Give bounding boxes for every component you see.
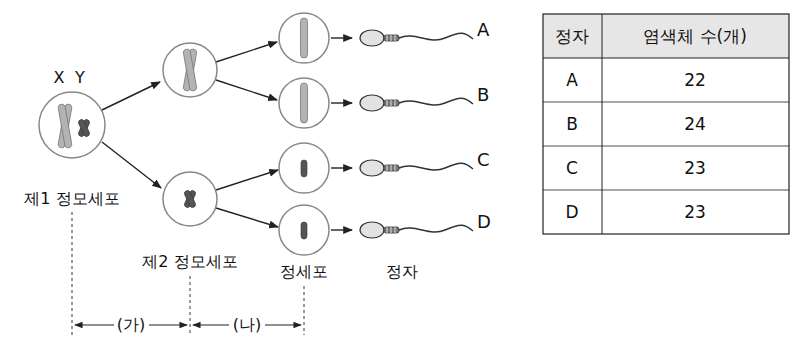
sperm-cell: C (355, 148, 500, 188)
cell-name: 제1 정모세포 (24, 190, 119, 208)
sperm-cell: A (355, 18, 500, 58)
table-cell: B (564, 115, 580, 134)
stage-label: 제2 정모세포 (140, 253, 239, 271)
sperm-letter: D (477, 212, 491, 232)
table-header: 염색체 수(개) (641, 27, 749, 46)
chromosome-label: Y (73, 69, 87, 87)
primary-spermatocyte: 제1 정모세포 (10, 88, 134, 210)
table-header: 정자 (553, 27, 591, 46)
stage-label: 정자 (384, 263, 420, 281)
table-cell: 23 (682, 203, 708, 222)
sperm-letter: C (477, 150, 490, 170)
stage-bracket (75, 324, 301, 325)
guide-line (72, 212, 304, 335)
spermatid (279, 13, 329, 255)
sperm-cell: B (355, 83, 500, 123)
table-cell: C (564, 159, 580, 178)
table-cell: D (563, 203, 580, 222)
sperm-cell: D (355, 210, 500, 250)
data-table (543, 14, 789, 234)
interval-label: (가) (115, 316, 147, 334)
sperm-letter: A (477, 20, 489, 40)
table-cell: 22 (682, 71, 708, 90)
secondary-spermatocyte (163, 43, 217, 226)
table-cell: 23 (682, 159, 708, 178)
division-arrows (102, 38, 352, 230)
table-cell: 24 (682, 115, 708, 134)
interval-label: (나) (231, 316, 263, 334)
table-cell: A (564, 71, 580, 90)
stage-label: 정세포 (278, 263, 330, 281)
sperm-letter: B (477, 85, 489, 105)
chromosome-label: X (52, 69, 67, 87)
